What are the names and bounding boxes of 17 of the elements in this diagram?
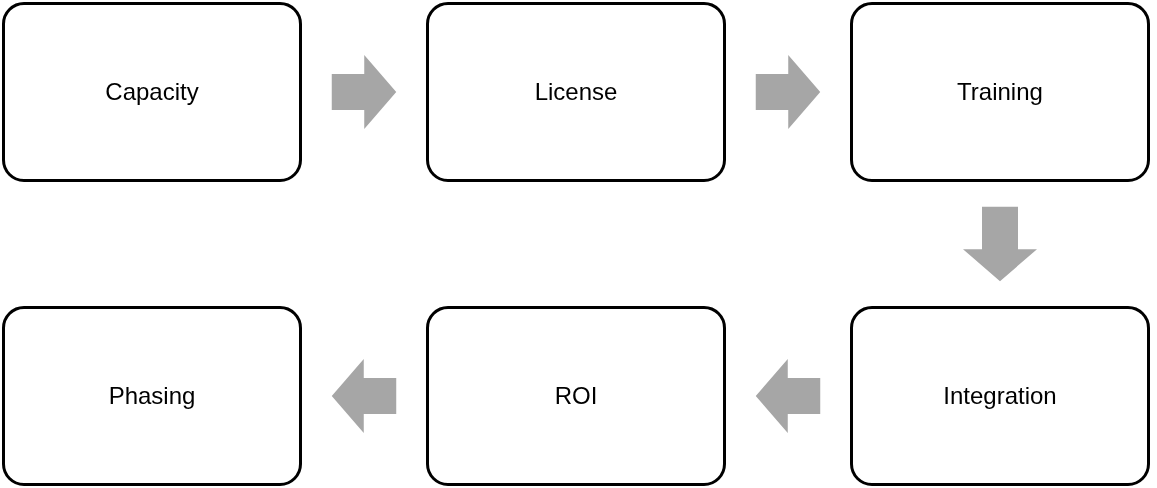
box-label: Capacity (105, 78, 199, 106)
box-label: License (534, 78, 618, 106)
block-arrow (963, 206, 1037, 282)
box-label: ROI (554, 382, 598, 410)
block-arrow (331, 55, 397, 129)
process-box (850, 2, 1150, 182)
box-label: Training (957, 78, 1043, 106)
process-box (850, 306, 1150, 486)
block-arrow (331, 359, 397, 433)
process-box (2, 2, 302, 182)
box-label: Integration (943, 382, 1057, 410)
box-label: Phasing (108, 382, 196, 410)
process-box (426, 306, 726, 486)
block-arrow (755, 359, 821, 433)
process-box (426, 2, 726, 182)
process-box (2, 306, 302, 486)
block-arrow (755, 55, 821, 129)
